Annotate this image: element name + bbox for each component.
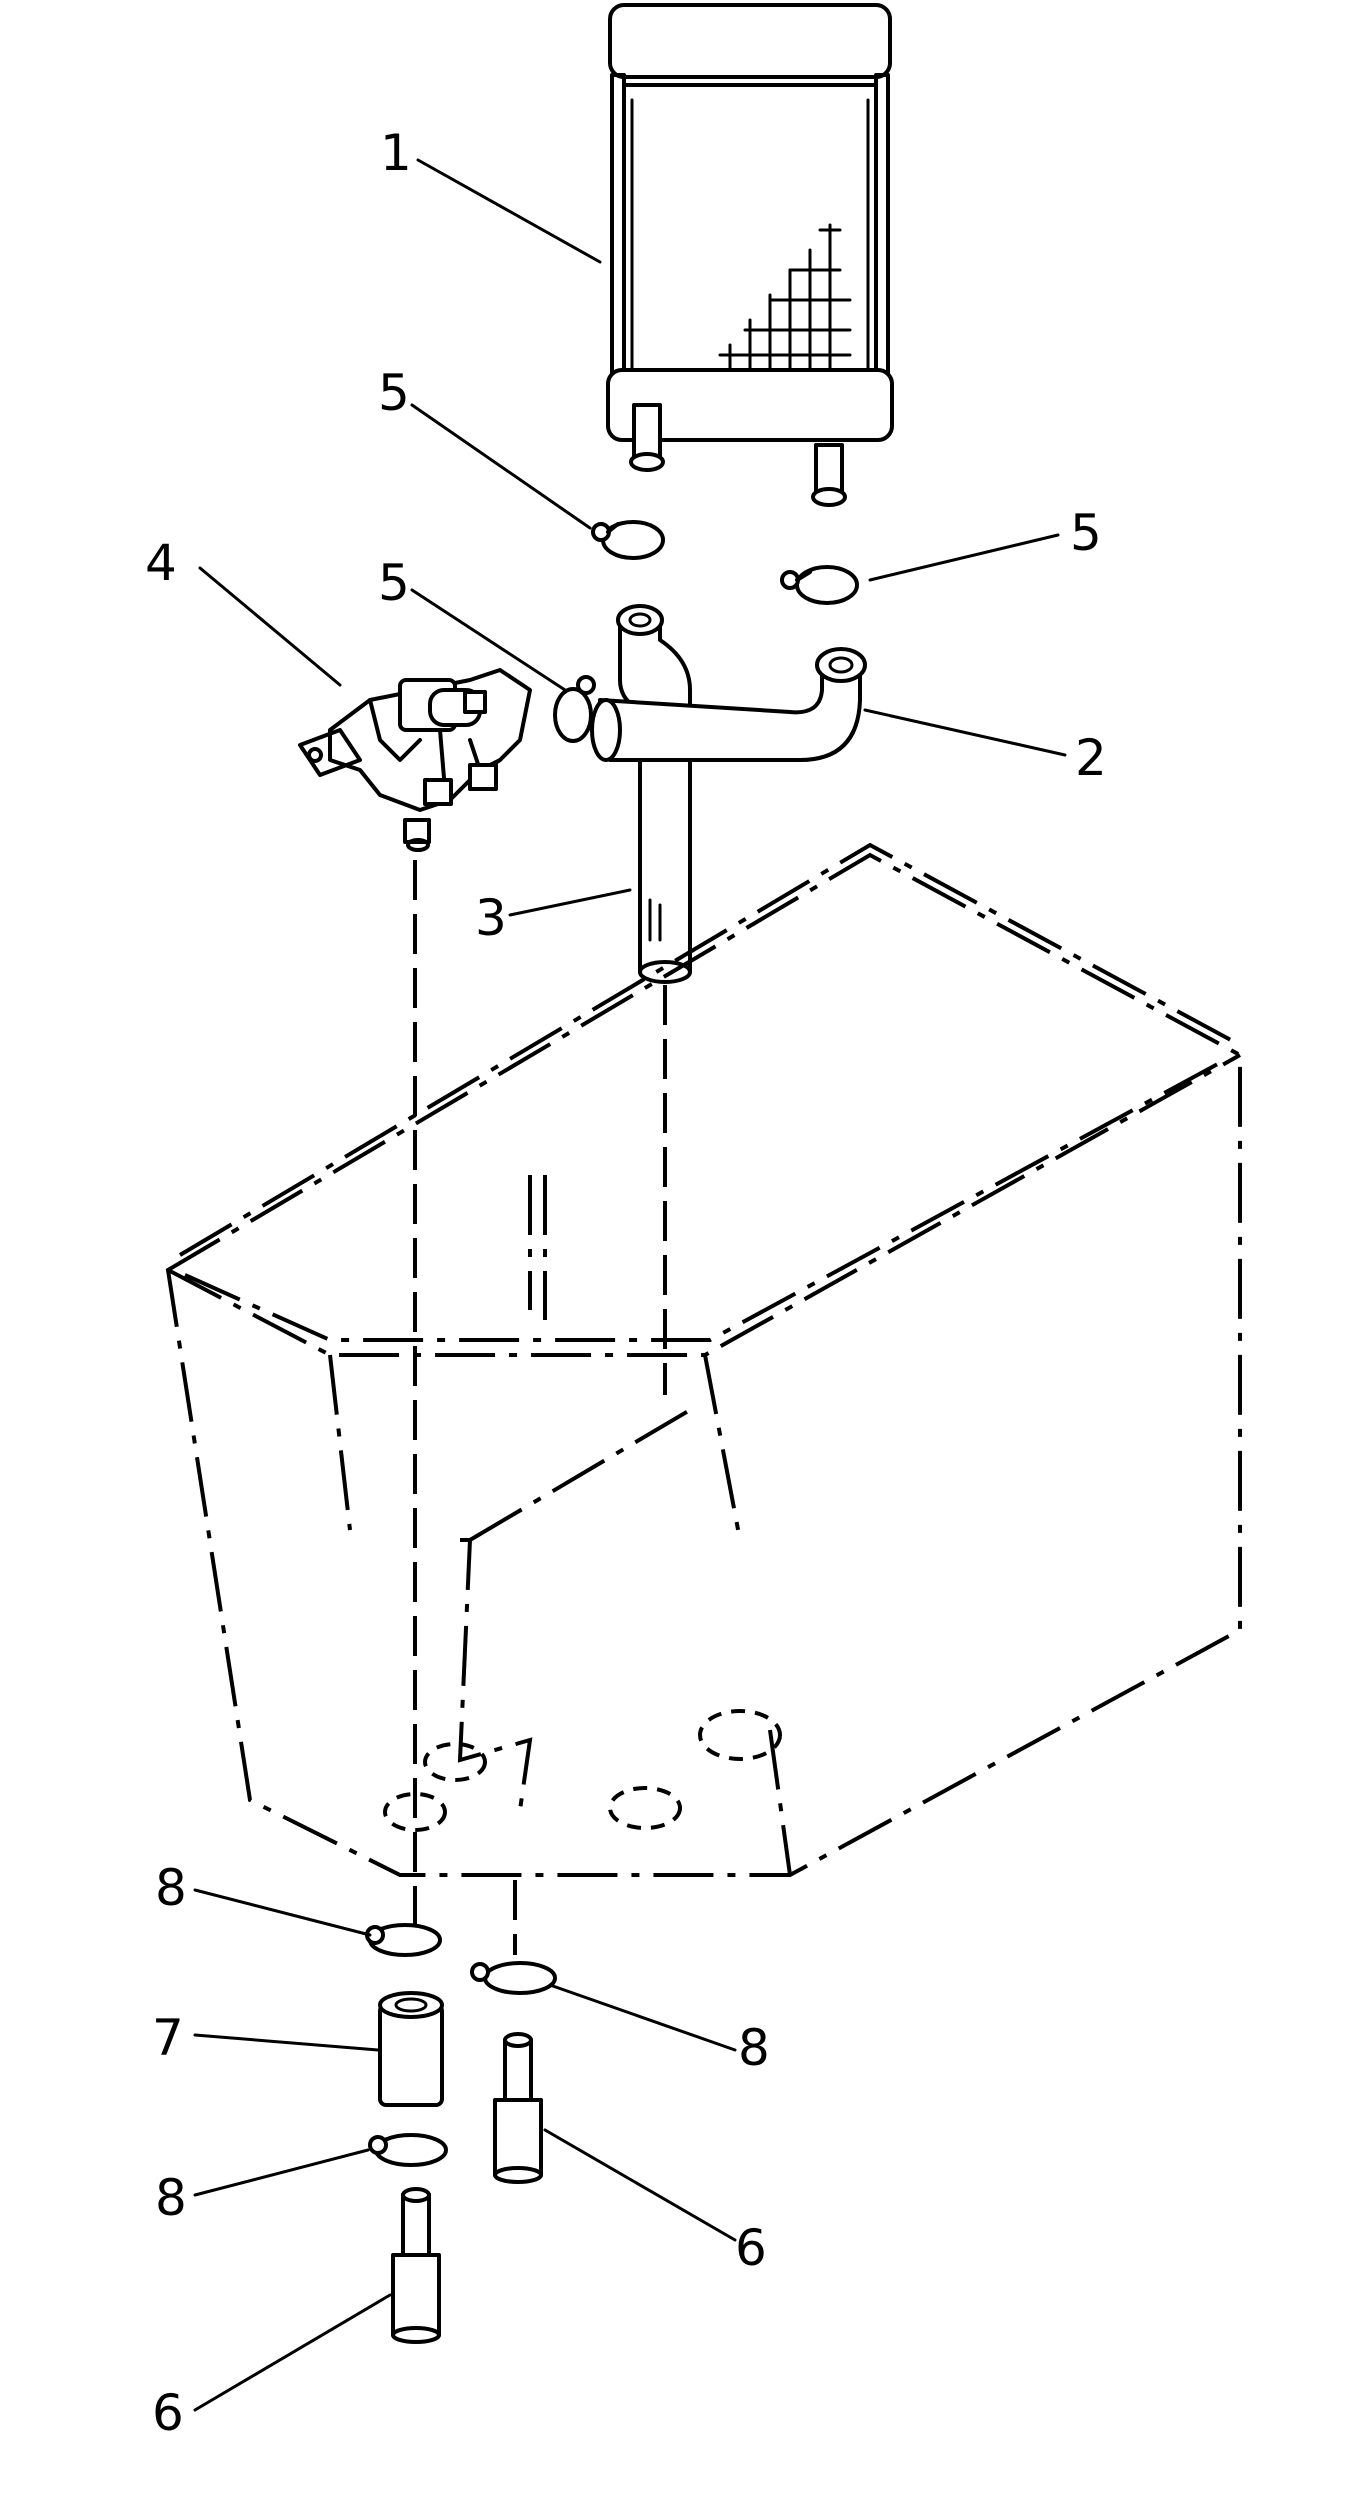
heater-core-part <box>606 3 894 507</box>
nipple-part-6-right <box>493 2032 543 2184</box>
callout-3: 3 <box>475 889 507 947</box>
callout-8-upper: 8 <box>155 1859 187 1917</box>
callout-7: 7 <box>152 2009 184 2067</box>
callout-5-upper: 5 <box>378 364 410 422</box>
hose-clamp-5-upper <box>591 520 665 560</box>
tank-outline <box>165 842 1242 1877</box>
hose-part-3 <box>616 604 692 984</box>
nipple-part-6-left <box>391 2187 441 2344</box>
callout-5-left: 5 <box>378 554 410 612</box>
callout-1: 1 <box>380 124 412 182</box>
callout-8-right: 8 <box>738 2019 770 2077</box>
leader-lines <box>193 158 1067 2412</box>
hose-clamp-8-upper-left <box>365 1923 442 1957</box>
callout-2: 2 <box>1075 729 1107 787</box>
callout-4: 4 <box>145 534 177 592</box>
hose-clamp-5-left <box>553 675 596 743</box>
callout-6-right: 6 <box>735 2219 767 2277</box>
hose-clamp-8-upper-right <box>470 1961 557 1995</box>
valve-part-4 <box>298 668 532 852</box>
center-lines <box>413 860 667 1955</box>
hose-part-2 <box>590 647 867 762</box>
hose-clamp-5-right <box>780 565 859 605</box>
hose-clamp-8-lower <box>368 2133 448 2167</box>
hose-part-7 <box>378 1991 444 2107</box>
tank-holes <box>383 1709 782 1832</box>
callout-5-right: 5 <box>1070 504 1102 562</box>
callout-6-left: 6 <box>152 2384 184 2442</box>
callout-8-lower: 8 <box>155 2169 187 2227</box>
